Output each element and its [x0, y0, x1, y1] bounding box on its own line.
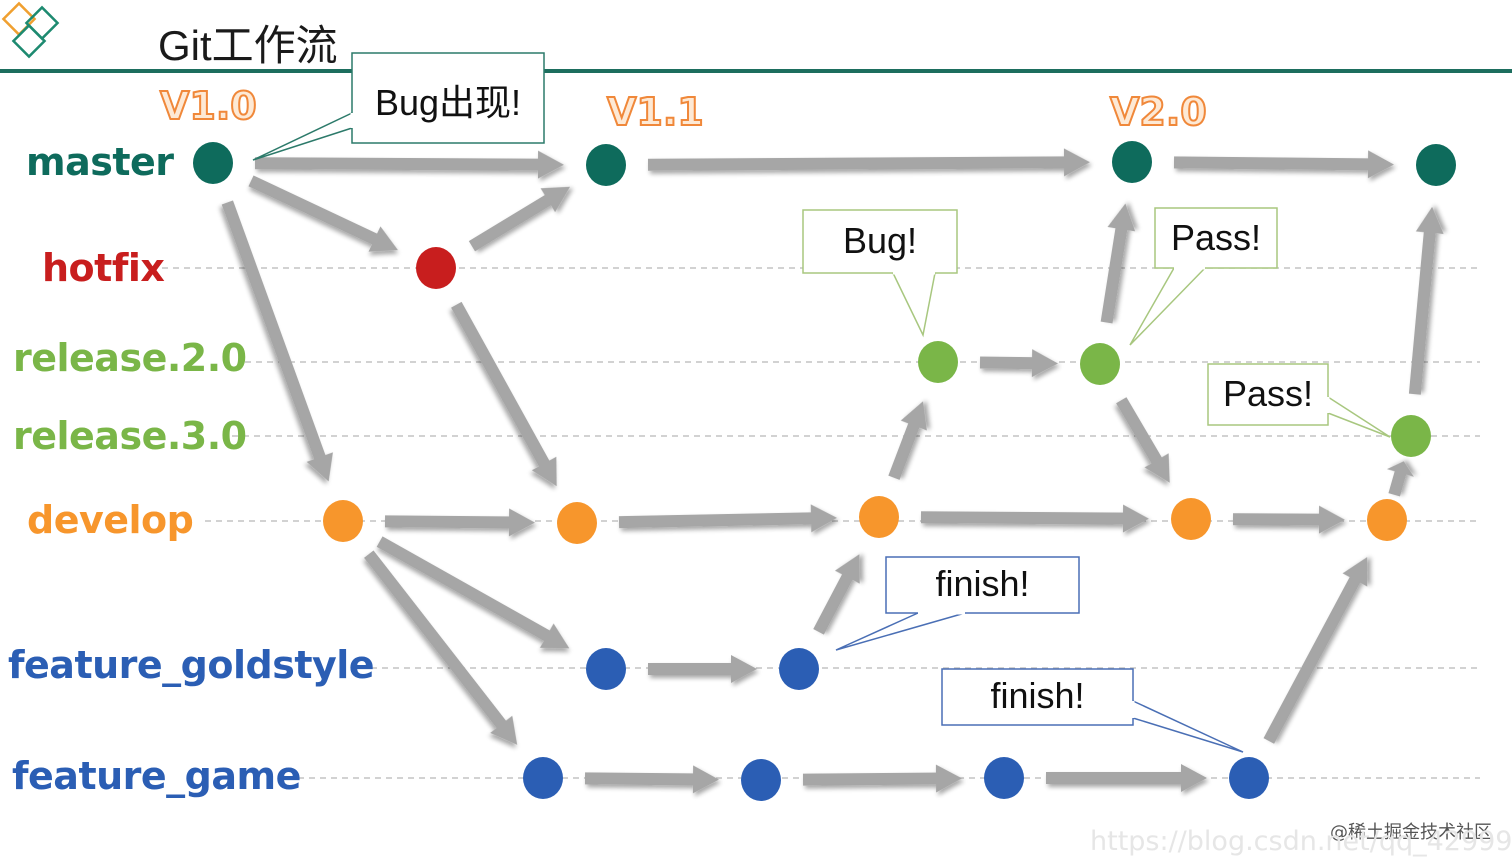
commit-node-f2 [741, 759, 781, 801]
arrow-d1-to-d2 [384, 508, 536, 537]
commit-node-d5 [1367, 499, 1407, 541]
commit-node-r2b [1080, 343, 1120, 385]
arrow-m1-to-d1 [221, 200, 333, 482]
arrow-r2a-to-r2b [979, 349, 1059, 378]
callout-bug [802, 209, 958, 338]
arrow-d1-to-f1 [364, 550, 518, 745]
commit-node-g2 [779, 648, 819, 690]
commit-node-f4 [1229, 757, 1269, 799]
commit-node-f3 [984, 757, 1024, 799]
arrow-m1-to-m2 [254, 150, 565, 179]
commit-node-r3a [1391, 415, 1431, 457]
arrow-r2b-to-m3 [1100, 203, 1136, 324]
commit-node-d2 [557, 502, 597, 544]
commit-node-m2 [586, 144, 626, 186]
arrow-d2-to-d3 [618, 504, 838, 533]
callout-text-pass-release2: Pass! [1170, 217, 1262, 258]
arrow-f2-to-f3 [802, 764, 963, 793]
arrow-g2-to-d3 [813, 554, 860, 635]
commit-node-g1 [586, 648, 626, 690]
logo-icon [1, 1, 60, 59]
branch-label-develop: develop [27, 498, 194, 542]
callout-text-bug-appeared: Bug出现! [374, 82, 522, 123]
callout-text-pass-release3: Pass! [1222, 373, 1314, 414]
branch-label-feature_goldstyle: feature_goldstyle [8, 643, 375, 687]
version-tag-v1-0: V1.0 [159, 83, 258, 129]
arrow-m1-to-h1 [248, 175, 399, 252]
commit-node-d1 [323, 500, 363, 542]
arrow-d4-to-d5 [1232, 505, 1346, 534]
callout-text-finish-goldstyle: finish! [935, 563, 1030, 604]
commit-node-d4 [1171, 498, 1211, 540]
callout-finish-game [941, 668, 1244, 753]
callout-text-finish-game: finish! [990, 675, 1085, 716]
arrow-r3a-to-m4 [1408, 206, 1444, 395]
commit-node-f1 [523, 757, 563, 799]
commit-node-m4 [1416, 144, 1456, 186]
arrow-d5-to-r3a [1386, 461, 1414, 497]
commit-node-m3 [1112, 141, 1152, 183]
arrow-d3-to-r2a [888, 401, 927, 480]
callout-finish-goldstyle [835, 556, 1080, 651]
branch-label-release_3: release.3.0 [13, 414, 247, 458]
watermark-csdn: https://blog.csdn.net/qq_42999092 [1090, 826, 1512, 857]
arrow-d1-to-g1 [376, 536, 570, 649]
arrow-g1-to-g2 [648, 655, 757, 683]
version-tag-v2-0: V2.0 [1109, 89, 1208, 135]
commit-node-m1 [193, 142, 233, 184]
branch-label-feature_game: feature_game [12, 754, 301, 798]
arrow-f3-to-f4 [1046, 764, 1207, 792]
branch-label-master: master [26, 140, 174, 184]
commit-node-h1 [416, 247, 456, 289]
commit-node-d3 [859, 496, 899, 538]
branch-label-release_2: release.2.0 [13, 336, 247, 380]
watermark-juejin: @稀土掘金技术社区 [1330, 822, 1492, 843]
arrow-f4-to-d5 [1263, 557, 1368, 744]
arrow-h1-to-d2 [451, 301, 557, 487]
callout-pass-release2 [1129, 207, 1278, 346]
arrow-r2b-to-d4 [1116, 397, 1170, 483]
arrow-d3-to-d4 [920, 504, 1150, 533]
page-title: Git工作流 [158, 22, 338, 69]
callout-text-bug: Bug! [842, 220, 918, 261]
callout-pass-release3 [1207, 363, 1391, 438]
arrow-m2-to-m3 [647, 148, 1091, 177]
version-tag-v1-1: V1.1 [606, 89, 705, 135]
arrow-m3-to-m4 [1173, 150, 1395, 179]
arrow-h1-to-m2 [468, 186, 571, 252]
callout-bug-appeared [252, 52, 545, 161]
commit-node-r2a [918, 341, 958, 383]
branch-label-hotfix: hotfix [42, 246, 165, 290]
arrow-f1-to-f2 [584, 765, 720, 794]
